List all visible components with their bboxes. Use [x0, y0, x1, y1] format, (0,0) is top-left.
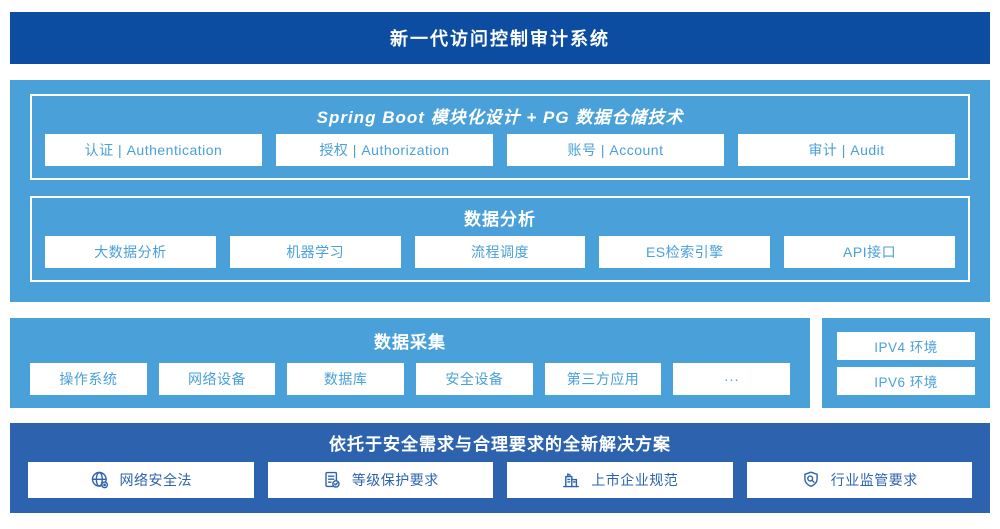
springboot-layer: Spring Boot 模块化设计 + PG 数据仓储技术 认证 | Authe… — [30, 94, 970, 180]
platform-panel: Spring Boot 模块化设计 + PG 数据仓储技术 认证 | Authe… — [10, 80, 990, 302]
env-ipv6: IPV6 环境 — [837, 367, 975, 395]
solution-label: 网络安全法 — [119, 472, 192, 488]
document-check-icon — [322, 470, 342, 490]
source-security-device: 安全设备 — [416, 363, 533, 395]
environment-panel: IPV4 环境 IPV6 环境 — [822, 318, 990, 408]
solution-listed-company: 上市企业规范 — [507, 462, 733, 498]
module-api-interface: API接口 — [784, 236, 955, 268]
env-ipv4: IPV4 环境 — [837, 332, 975, 360]
solutions-title: 依托于安全需求与合理要求的全新解决方案 — [329, 435, 671, 454]
solutions-panel: 依托于安全需求与合理要求的全新解决方案 网络安全法 — [10, 423, 990, 513]
collection-sources-row: 操作系统 网络设备 数据库 安全设备 第三方应用 ··· — [30, 363, 791, 395]
globe-icon — [90, 470, 110, 490]
module-account: 账号 | Account — [507, 134, 724, 166]
solution-label: 上市企业规范 — [591, 472, 679, 488]
solution-label: 行业监管要求 — [830, 472, 918, 488]
system-title: 新一代访问控制审计系统 — [390, 29, 610, 49]
data-analysis-layer: 数据分析 大数据分析 机器学习 流程调度 ES检索引擎 API接口 — [30, 196, 970, 282]
analysis-modules-row: 大数据分析 机器学习 流程调度 ES检索引擎 API接口 — [45, 236, 955, 268]
module-authorization: 授权 | Authorization — [276, 134, 493, 166]
auth-modules-row: 认证 | Authentication 授权 | Authorization 账… — [45, 134, 955, 166]
system-banner: 新一代访问控制审计系统 — [10, 12, 990, 64]
data-collection-panel: 数据采集 操作系统 网络设备 数据库 安全设备 第三方应用 ··· — [10, 318, 810, 408]
source-more-ellipsis: ··· — [673, 363, 791, 395]
source-database: 数据库 — [287, 363, 405, 395]
data-analysis-title: 数据分析 — [464, 209, 536, 229]
module-audit: 审计 | Audit — [738, 134, 955, 166]
shield-search-icon — [801, 470, 821, 490]
solution-label: 等级保护要求 — [351, 472, 439, 488]
solution-classified-protection: 等级保护要求 — [267, 462, 493, 498]
module-authentication: 认证 | Authentication — [45, 134, 262, 166]
module-es-search-engine: ES检索引擎 — [599, 236, 771, 268]
solution-cybersecurity-law: 网络安全法 — [28, 462, 254, 498]
solutions-row: 网络安全法 等级保护要求 — [28, 462, 972, 498]
data-collection-title: 数据采集 — [374, 333, 446, 352]
source-third-party-app: 第三方应用 — [544, 363, 662, 395]
building-icon — [561, 470, 581, 490]
module-machine-learning: 机器学习 — [229, 236, 401, 268]
module-workflow-scheduling: 流程调度 — [414, 236, 586, 268]
source-operating-system: 操作系统 — [30, 363, 147, 395]
solution-industry-regulation: 行业监管要求 — [746, 462, 972, 498]
module-bigdata-analysis: 大数据分析 — [45, 236, 216, 268]
source-network-device: 网络设备 — [158, 363, 276, 395]
springboot-layer-title: Spring Boot 模块化设计 + PG 数据仓储技术 — [316, 107, 684, 127]
